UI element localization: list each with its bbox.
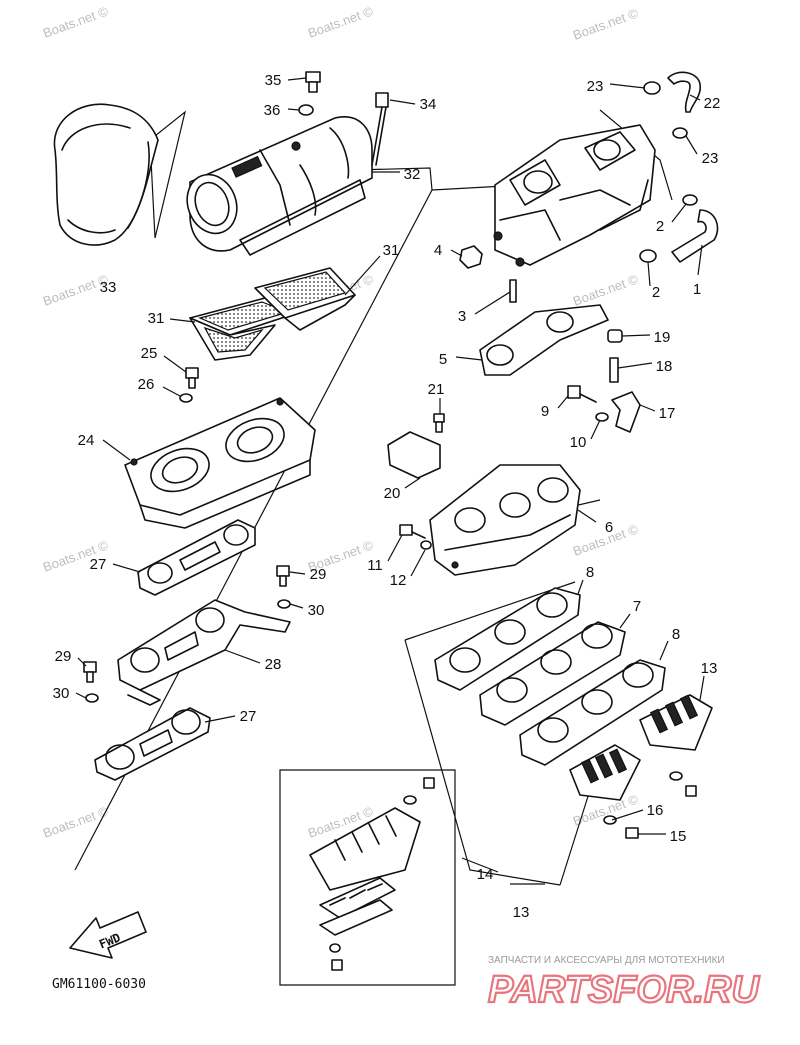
callout-23: 23	[587, 78, 604, 95]
part-27-upper-gasket	[137, 519, 256, 596]
part-7-spacer	[479, 621, 626, 726]
callout-13: 13	[701, 660, 718, 677]
callout-14: 14	[477, 866, 494, 883]
callout-30: 30	[53, 685, 70, 702]
diagram-code: GM61100-6030	[52, 977, 146, 992]
watermark-text: Boats.net ©	[571, 5, 641, 43]
callout-21: 21	[428, 381, 445, 398]
callout-15: 15	[670, 828, 687, 845]
callout-9: 9	[541, 403, 549, 420]
callout-27: 27	[240, 708, 257, 725]
part-1-hose	[671, 209, 719, 263]
callout-2: 2	[656, 218, 664, 235]
part-8-gasket-lower	[519, 659, 666, 766]
callout-25: 25	[141, 345, 158, 362]
part-6-intake-manifold	[429, 464, 581, 576]
part-19-cap	[607, 329, 623, 343]
callout-29: 29	[55, 648, 72, 665]
part-9-bolt	[567, 385, 597, 403]
brand-logo: PARTSFOR.RU	[488, 969, 760, 1011]
watermark-text: Boats.net ©	[571, 271, 641, 309]
callout-12: 12	[390, 572, 407, 589]
part-5-gasket	[479, 304, 609, 376]
part-33-rubber-elbow	[53, 103, 159, 246]
callout-16: 16	[647, 802, 664, 819]
part-21-bolt	[433, 413, 445, 433]
part-18-nipple	[609, 357, 619, 383]
part-25-bolt	[185, 367, 199, 389]
callout-34: 34	[420, 96, 437, 113]
callout-23: 23	[702, 150, 719, 167]
callout-3: 3	[458, 308, 466, 325]
callout-19: 19	[654, 329, 671, 346]
part-3-stud	[509, 279, 517, 303]
callout-20: 20	[384, 485, 401, 502]
part-34-long-bolt	[371, 92, 389, 166]
callout-26: 26	[138, 376, 155, 393]
callout-8: 8	[672, 626, 680, 643]
part-20-bracket	[387, 431, 441, 479]
part-22-fuel-hose	[667, 71, 702, 113]
part-12-washer	[420, 540, 432, 550]
callout-17: 17	[659, 405, 676, 422]
callout-13: 13	[513, 904, 530, 921]
part-29-bolts	[83, 565, 290, 683]
callout-31: 31	[148, 310, 165, 327]
callout-33: 33	[100, 279, 117, 296]
callout-7: 7	[633, 598, 641, 615]
callout-1: 1	[693, 281, 701, 298]
watermark-text: Boats.net ©	[306, 3, 376, 41]
callout-5: 5	[439, 351, 447, 368]
brand-tagline: ЗАПЧАСТИ И АКСЕССУАРЫ ДЛЯ МОТОТЕХНИКИ	[488, 955, 725, 966]
callout-28: 28	[265, 656, 282, 673]
leader-lines	[75, 77, 705, 885]
callout-4: 4	[434, 242, 442, 259]
part-27-lower-gasket	[94, 707, 211, 781]
part-23-hose-clamps	[643, 81, 688, 139]
callout-36: 36	[264, 102, 281, 119]
part-13-reed-valves	[569, 694, 713, 801]
part-16-washers	[603, 771, 683, 825]
callout-29: 29	[310, 566, 327, 583]
part-8-gasket-upper	[434, 587, 581, 691]
callout-35: 35	[265, 72, 282, 89]
callout-6: 6	[605, 519, 613, 536]
callout-24: 24	[78, 432, 95, 449]
callout-11: 11	[367, 557, 383, 574]
callout-30: 30	[308, 602, 325, 619]
watermark-text: Boats.net ©	[41, 3, 111, 41]
part-14-inset-box	[279, 769, 456, 986]
part-11-bolt	[399, 524, 426, 539]
callout-27: 27	[90, 556, 107, 573]
fwd-arrow-icon: FWD	[69, 911, 147, 959]
part-15-bolts	[625, 785, 697, 839]
part-26-washer	[179, 393, 193, 403]
callout-32: 32	[404, 166, 421, 183]
part-35-bolt	[305, 71, 321, 93]
part-4-nut	[459, 245, 483, 269]
part-32-silencer-tank	[186, 116, 373, 256]
carburetor-assembly	[493, 124, 656, 267]
part-10-washer	[595, 412, 609, 422]
callout-numbers: 1223456788910111213131415161718192021222…	[53, 72, 721, 921]
callout-2: 2	[652, 284, 660, 301]
callout-8: 8	[586, 564, 594, 581]
callout-10: 10	[570, 434, 587, 451]
callout-31: 31	[383, 242, 400, 259]
part-28-plate	[117, 599, 291, 706]
callout-22: 22	[704, 95, 721, 112]
part-24-flame-arrester	[124, 397, 316, 529]
part-17-bracket	[611, 391, 641, 433]
callout-18: 18	[656, 358, 673, 375]
part-36-washer	[298, 104, 314, 116]
part-31-mesh-screens	[189, 267, 356, 361]
